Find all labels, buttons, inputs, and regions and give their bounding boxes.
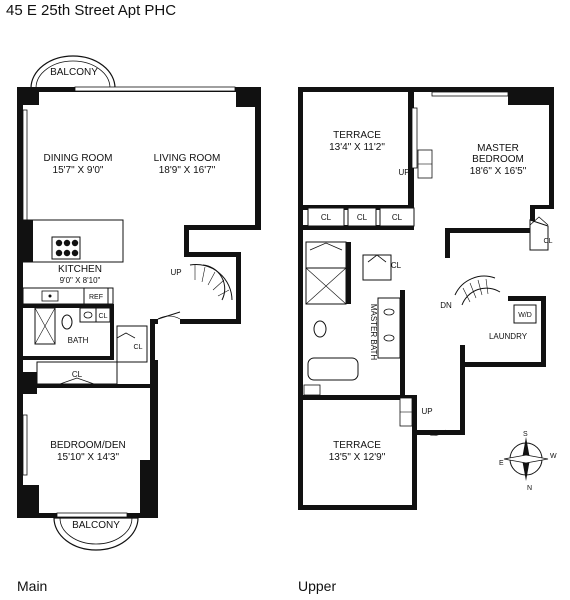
laundry-label: LAUNDRY (489, 332, 528, 341)
stair-up-label: UP (170, 268, 181, 277)
balcony-top-outline (30, 55, 116, 89)
compass-s-label: S (523, 431, 528, 438)
compass-w-label: W (550, 453, 557, 460)
closet-label: CL (321, 213, 332, 222)
kitchen-label: KITCHEN (58, 264, 102, 275)
terrace-bottom-label: TERRACE (333, 440, 381, 451)
master-label: MASTER (477, 143, 519, 154)
stove-icon (51, 236, 81, 260)
balcony-bottom-label: BALCONY (72, 520, 120, 531)
balcony-bottom-outline (53, 517, 139, 551)
toilet-icon (61, 314, 73, 330)
terrace-top-dim: 13'4" X 11'2" (329, 142, 385, 153)
terrace-top-label: TERRACE (333, 130, 381, 141)
closet-label: CL (392, 213, 403, 222)
ref-label: REF (89, 294, 103, 301)
bath-label: BATH (68, 336, 89, 345)
bath-sink-icon (79, 307, 97, 323)
stair-down-label: DN (440, 301, 452, 310)
bathtub-icon (307, 357, 359, 381)
master-bath-label: MASTER BATH (369, 304, 378, 361)
kitchen-dim: 9'0" X 8'10" (60, 276, 101, 285)
dining-room-label: DINING ROOM (44, 153, 113, 164)
terrace-bottom-dim: 13'5" X 12'9" (329, 452, 386, 463)
bedroom-den-label: BEDROOM/DEN (50, 440, 126, 451)
bedroom-label: BEDROOM (472, 154, 524, 165)
dining-room-dim: 15'7" X 9'0" (53, 165, 104, 176)
stair-up-label: UP (421, 407, 432, 416)
stair-up-label: UP (398, 168, 409, 177)
closet-label: CL (99, 313, 108, 320)
upper-floor-plan: TERRACE 13'4" X 11'2" MASTER BEDROOM 18'… (298, 87, 554, 510)
toilet-icon (313, 320, 327, 338)
upper-floor-label: Upper (298, 578, 337, 594)
compass-n-label: N (527, 485, 532, 492)
closet-label: CL (134, 344, 143, 351)
closet-label: CL (72, 370, 83, 379)
main-floor-label: Main (17, 578, 48, 594)
stair-down-upper (454, 275, 501, 306)
living-room-label: LIVING ROOM (154, 153, 221, 164)
listing-title: 45 E 25th Street Apt PHC (6, 2, 177, 19)
compass-rose-icon: S N E W (499, 431, 557, 492)
main-floor-plan: BALCONY DINING ROOM 15'7" X 9'0" LIVING … (17, 55, 261, 551)
sink-icon (383, 334, 395, 342)
washer-dryer-label: W/D (518, 312, 532, 319)
living-room-dim: 18'9" X 16'7" (159, 165, 216, 176)
sink-icon (383, 308, 395, 316)
master-bedroom-dim: 18'6" X 16'5" (470, 166, 527, 177)
closet-label: CL (544, 238, 553, 245)
compass-e-label: E (499, 460, 504, 467)
closet-label: CL (357, 213, 368, 222)
balcony-top-label: BALCONY (50, 67, 98, 78)
closet-label: CL (391, 261, 402, 270)
stair-up-main (189, 264, 233, 301)
bedroom-den-dim: 15'10" X 14'3" (57, 452, 120, 463)
